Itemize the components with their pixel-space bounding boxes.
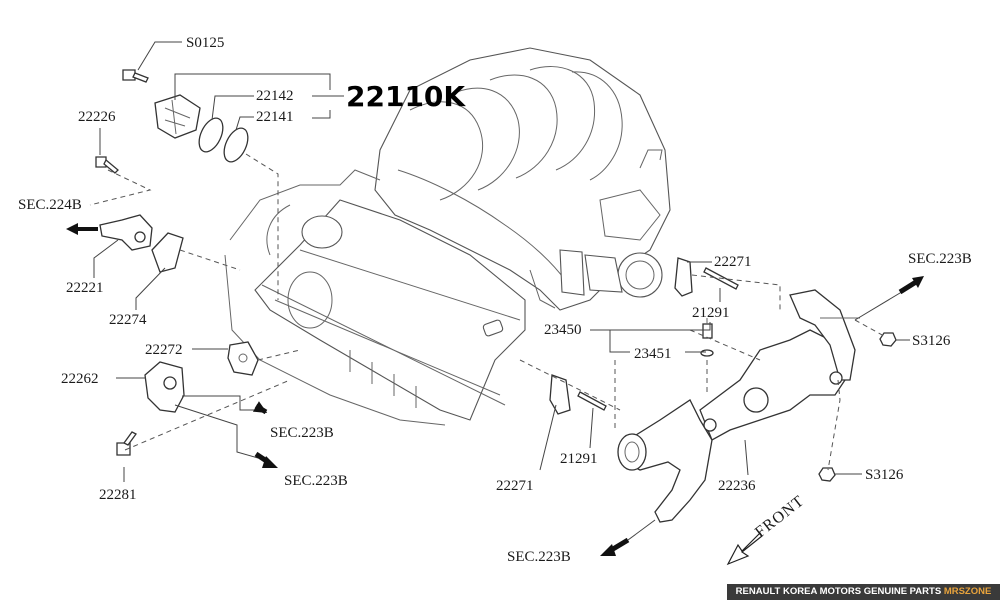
stud-21291-bottom xyxy=(577,391,607,411)
label-22221: 22221 xyxy=(66,280,104,296)
gasket-22274 xyxy=(151,232,184,273)
front-direction-arrow xyxy=(726,532,763,566)
engine-illustration xyxy=(224,47,671,426)
housing-22262 xyxy=(144,361,185,413)
arrow-sec223b-top-right xyxy=(854,276,924,321)
label-s3126-top: S3126 xyxy=(912,333,951,349)
flow-arrows xyxy=(66,223,924,566)
nut-s3126-top xyxy=(879,332,897,347)
sensor-23450 xyxy=(702,318,713,339)
banner-text: RENAULT KOREA MOTORS GENUINE PARTS xyxy=(735,586,944,597)
leader-lines xyxy=(93,41,910,482)
label-sec223b-bottom: SEC.223B xyxy=(507,549,571,565)
gasket-22272 xyxy=(227,341,259,376)
label-22141: 22141 xyxy=(256,109,294,125)
label-22274: 22274 xyxy=(109,312,147,328)
watermark-banner: RENAULT KOREA MOTORS GENUINE PARTS MRSZO… xyxy=(727,584,1000,600)
outlet-pipe-22236 xyxy=(617,289,860,523)
label-22271-top: 22271 xyxy=(714,254,752,270)
label-21291-top: 21291 xyxy=(692,305,730,321)
label-22271-bottom: 22271 xyxy=(496,478,534,494)
label-22262: 22262 xyxy=(61,371,99,387)
gasket-22142 xyxy=(198,117,224,153)
label-sec223b-top-right: SEC.223B xyxy=(908,251,972,267)
bolt-s0125 xyxy=(122,69,149,83)
alignment-lines xyxy=(89,153,885,471)
label-22236: 22236 xyxy=(718,478,756,494)
front-label: FRONT xyxy=(752,492,808,541)
bolt-22281 xyxy=(116,431,137,456)
banner-brand: MRSZONE xyxy=(943,586,992,597)
arrow-sec223b-mid-1 xyxy=(182,395,268,415)
label-22281: 22281 xyxy=(99,487,137,503)
part-number-labels: S0125 22142 22141 22110K 22226 22221 222… xyxy=(61,35,951,503)
thermostat-housing xyxy=(154,94,201,139)
label-sec223b-mid-2: SEC.223B xyxy=(284,473,348,489)
assembly-label-22110k: 22110K xyxy=(346,80,466,113)
label-sec224b: SEC.224B xyxy=(18,197,82,213)
gasket-22271-bottom xyxy=(549,374,571,415)
washer-23451 xyxy=(700,349,714,357)
label-22142: 22142 xyxy=(256,88,294,104)
bolt-22226 xyxy=(95,156,119,174)
label-s0125: S0125 xyxy=(186,35,224,51)
gasket-22141 xyxy=(223,127,249,163)
label-s3126-bottom: S3126 xyxy=(865,467,904,483)
nut-s3126-bottom xyxy=(818,467,836,482)
water-outlet-22221 xyxy=(99,214,153,251)
label-sec223b-mid-1: SEC.223B xyxy=(270,425,334,441)
label-23450: 23450 xyxy=(544,322,582,338)
section-reference-labels: SEC.224B SEC.223B SEC.223B SEC.223B SEC.… xyxy=(18,197,972,565)
arrow-sec223b-mid-2 xyxy=(174,404,278,468)
label-22272: 22272 xyxy=(145,342,183,358)
label-21291-bottom: 21291 xyxy=(560,451,598,467)
gasket-22271-top xyxy=(674,257,693,297)
arrow-sec224b xyxy=(66,223,98,235)
arrow-sec223b-bottom xyxy=(600,519,656,556)
label-22226: 22226 xyxy=(78,109,116,125)
label-23451: 23451 xyxy=(634,346,672,362)
